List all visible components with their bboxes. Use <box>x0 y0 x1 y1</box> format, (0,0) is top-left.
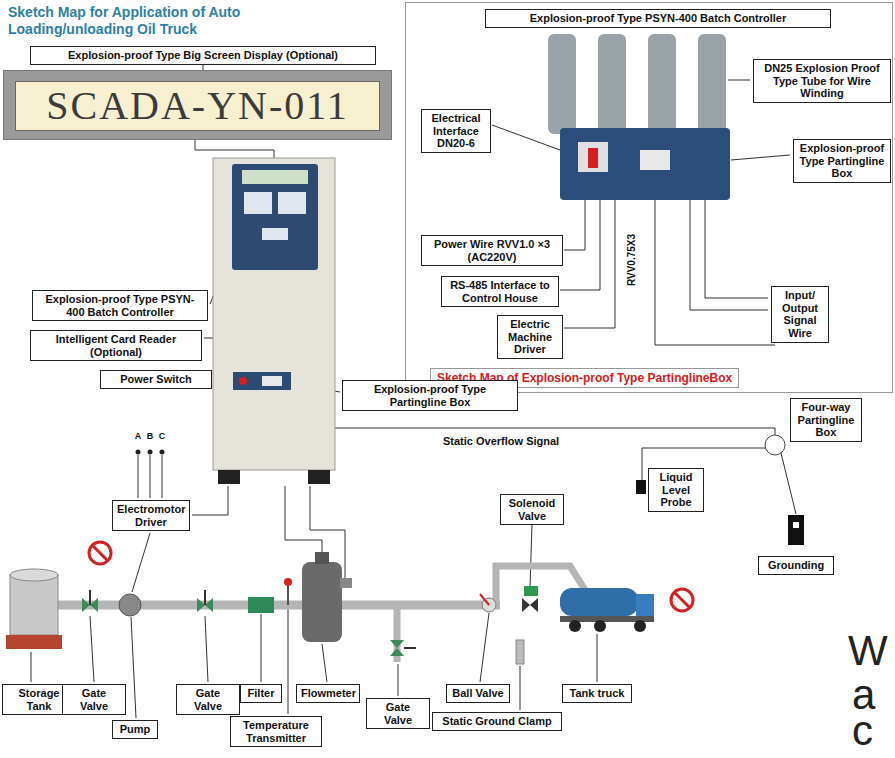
node-text: Power Wire RVV1.0 ×3 (AC220V) <box>426 238 558 263</box>
cut-text: W <box>848 630 888 672</box>
cabinet <box>213 158 335 484</box>
node-text: Filter <box>245 687 277 700</box>
tube-label: DN25 Explosion Proof Type Tube for Wire … <box>753 59 891 103</box>
part-label: Ball Valve <box>446 684 510 703</box>
box-label: Explosion-proof Type Partingline Box <box>342 380 518 411</box>
node-text: Temperature Transmitter <box>235 719 317 744</box>
terminal-letter: C <box>157 432 167 441</box>
valve-label: Solenoid Valve <box>500 494 564 525</box>
display-screen: SCADA-YN-011 <box>3 70 392 140</box>
abc-terminals <box>136 450 165 455</box>
terminal-letter: A <box>133 432 143 441</box>
part-label: Filter <box>240 684 282 703</box>
node-text: RS-485 Interface to Control House <box>446 279 554 304</box>
node-text: DN25 Explosion Proof Type Tube for Wire … <box>758 62 886 100</box>
node-text: Input/ Output Signal Wire <box>776 289 824 340</box>
node-text: Power Switch <box>105 373 207 386</box>
node-text: Explosion-proof Type Partingline Box <box>798 142 886 180</box>
controller-label: Explosion-proof Type PSYN-400 Batch Cont… <box>32 290 208 321</box>
partingline-label: Four-way Partingline Box <box>790 398 862 442</box>
part-label: Pump <box>112 720 158 739</box>
switch-label: Power Switch <box>100 370 212 389</box>
part-label: Flowmeter <box>296 684 360 703</box>
node-text: Explosion-proof Type Big Screen Display … <box>35 49 371 62</box>
node-text: Explosion-proof Type PSYN-400 Batch Cont… <box>490 12 826 25</box>
driver-label: Electromotor Driver <box>112 500 190 531</box>
part-label: Gate Valve <box>366 698 430 729</box>
node-text: SCADA-YN-011 <box>15 81 380 131</box>
ground-label: Grounding <box>758 556 834 575</box>
wires <box>31 80 796 718</box>
node-text: Gate Valve <box>371 701 425 726</box>
node-text: Gate Valve <box>67 687 121 712</box>
inset-partingline-box <box>548 34 730 200</box>
part-label: Static Ground Clamp <box>432 712 562 731</box>
interface-label: Electrical Interface DN20-6 <box>421 109 491 153</box>
part-label: Gate Valve <box>62 684 126 715</box>
part-label: Temperature Transmitter <box>230 716 322 747</box>
rs485-label: RS-485 Interface to Control House <box>441 276 559 307</box>
terminal-letter: B <box>145 432 155 441</box>
card-reader-label: Intelligent Card Reader (Optional) <box>30 330 202 361</box>
signal-label: Static Overflow Signal <box>440 434 562 449</box>
node-text: Electromotor Driver <box>117 503 185 528</box>
node-text: Explosion-proof Type Partingline Box <box>347 383 513 408</box>
node-text: Ball Valve <box>451 687 505 700</box>
node-text: Explosion-proof Type PSYN-400 Batch Cont… <box>37 293 203 318</box>
node-text: Tank truck <box>567 687 627 700</box>
node-text: Solenoid Valve <box>505 497 559 522</box>
no-smoking-sign <box>89 542 693 611</box>
display-label: Explosion-proof Type Big Screen Display … <box>30 46 376 65</box>
cut-text: c <box>852 710 873 752</box>
node-text: Static Ground Clamp <box>437 715 557 728</box>
part-label: Gate Valve <box>176 684 240 715</box>
node-text: Electrical Interface DN20-6 <box>426 112 486 150</box>
power-wire-label: Power Wire RVV1.0 ×3 (AC220V) <box>421 235 563 266</box>
pipeline <box>6 435 804 664</box>
node-text: Flowmeter <box>301 687 355 700</box>
node-text: Intelligent Card Reader (Optional) <box>35 333 197 358</box>
node-text: Liquid Level Probe <box>653 471 699 509</box>
controller-label: Explosion-proof Type PSYN-400 Batch Cont… <box>485 9 831 28</box>
probe-label: Liquid Level Probe <box>648 468 704 512</box>
node-text: Grounding <box>763 559 829 572</box>
part-label: Tank truck <box>562 684 632 703</box>
driver-label: Electric Machine Driver <box>497 315 563 359</box>
node-text: Four-way Partingline Box <box>795 401 857 439</box>
node-text: Gate Valve <box>181 687 235 712</box>
io-wire-label: Input/ Output Signal Wire <box>771 286 829 343</box>
cable-label: RVV0.75X3 <box>626 232 638 288</box>
diagram-title: Sketch Map for Application of Auto Loadi… <box>8 4 258 38</box>
node-text: Pump <box>117 723 153 736</box>
box-label: Explosion-proof Type Partingline Box <box>793 139 891 183</box>
inset-panel: Sketch Map of Explosion-proof Type Parti… <box>405 2 893 393</box>
node-text: Electric Machine Driver <box>502 318 558 356</box>
